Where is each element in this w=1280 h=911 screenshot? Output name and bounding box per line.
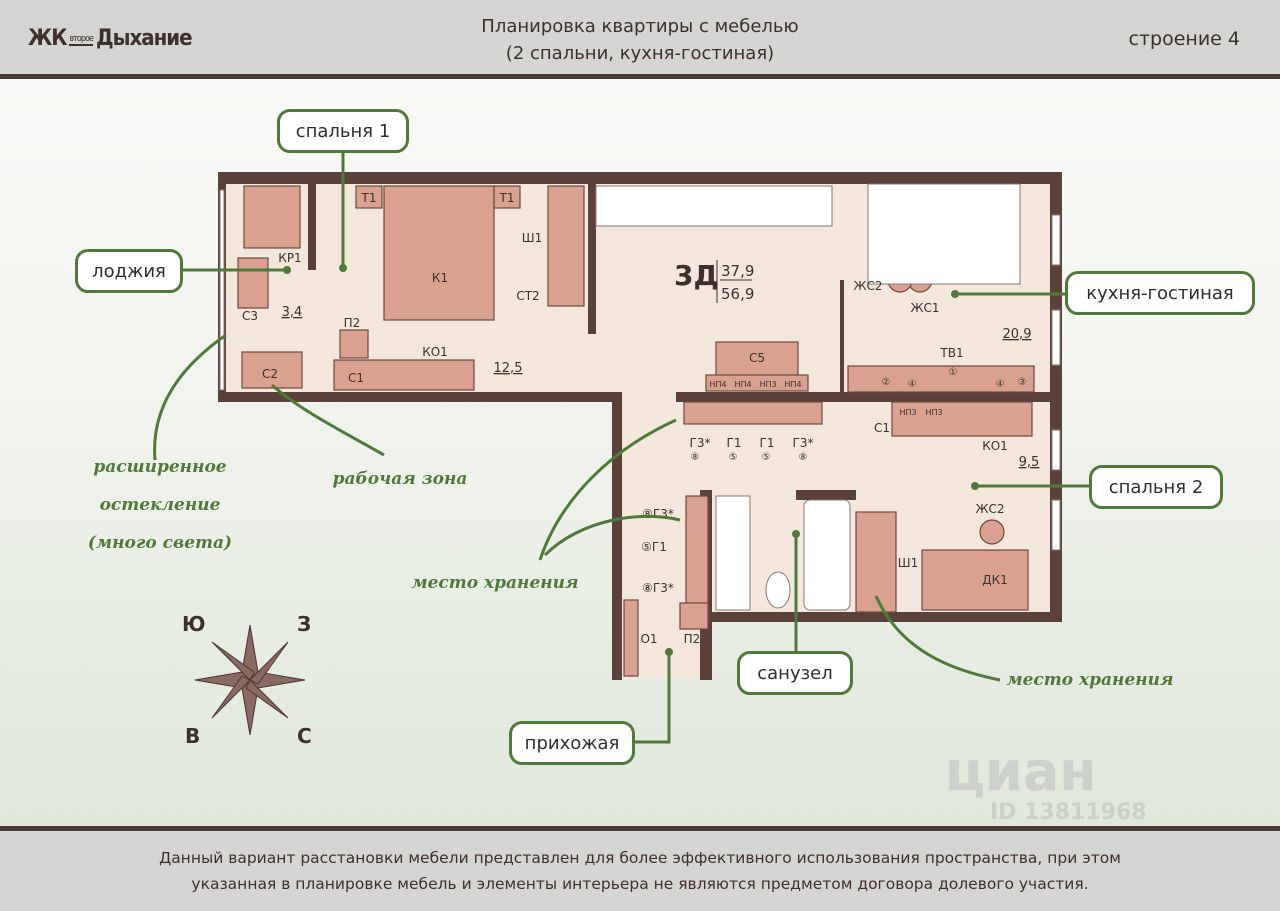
label-g3c: ⑧Г3*: [642, 581, 674, 595]
callout-bedroom2: спальня 2: [1089, 465, 1223, 509]
disclaimer-line2: указанная в планировке мебель и элементы…: [191, 875, 1089, 893]
area-loggia: 3,4: [282, 305, 303, 320]
label-np3: НП3: [899, 408, 916, 417]
label-n8: ⑧: [799, 452, 808, 463]
label-np4: НП4: [709, 380, 726, 389]
title-line1: Планировка квартиры с мебелью: [481, 16, 799, 37]
label-o1: О1: [640, 632, 657, 646]
label-n3: ③: [1018, 377, 1027, 388]
label-sh1: Ш1: [522, 231, 542, 245]
label-g3: Г3*: [690, 436, 711, 450]
area-bedroom1: 12,5: [494, 361, 523, 376]
label-np4: НП4: [734, 380, 751, 389]
label-ko1-bedroom2: КО1: [982, 439, 1008, 453]
label-c2: С2: [262, 367, 278, 381]
label-c1-bedroom2: С1: [874, 421, 890, 435]
label-n8: ⑧: [691, 452, 700, 463]
label-n4: ④: [908, 379, 917, 390]
callout-loggia: лоджия: [75, 249, 183, 293]
label-n5: ⑤: [729, 452, 738, 463]
compass-north: С: [297, 724, 312, 748]
label-np3: НП3: [925, 408, 942, 417]
label-kr1: КР1: [278, 251, 301, 265]
label-np3: НП3: [759, 380, 776, 389]
living-area: 37,9: [721, 262, 754, 280]
callout-bedroom1: спальня 1: [277, 109, 409, 153]
building-label: строение 4: [1128, 28, 1240, 50]
label-g3: Г3*: [793, 436, 814, 450]
compass-south: Ю: [182, 612, 206, 636]
disclaimer-line1: Данный вариант расстановки мебели предст…: [159, 849, 1121, 867]
total-area: 56,9: [721, 285, 754, 303]
note-storage-1: место хранения: [411, 573, 579, 593]
label-zhs2: ЖС2: [854, 279, 883, 293]
logo-main: Дыхание: [95, 26, 193, 51]
area-kitchen: 20,9: [1003, 327, 1032, 342]
furniture: [237, 185, 1035, 677]
label-p2: П2: [344, 316, 361, 330]
watermark-brand: циан: [945, 740, 1097, 803]
label-k1: К1: [432, 271, 448, 285]
label-g1: Г1: [727, 436, 742, 450]
label-zhs1: ЖС1: [911, 301, 940, 315]
apt-type: 3Д: [674, 259, 718, 292]
windows: [219, 189, 1061, 551]
logo-small: второе: [69, 34, 94, 46]
compass-west: З: [297, 612, 312, 636]
page-title: Планировка квартиры с мебелью (2 спальни…: [400, 13, 880, 67]
label-g1: Г1: [760, 436, 775, 450]
note-workzone: рабочая зона: [332, 469, 468, 489]
label-p2-hall: П2: [684, 632, 701, 646]
title-line2: (2 спальни, кухня-гостиная): [505, 43, 775, 64]
label-n5: ⑤: [762, 452, 771, 463]
watermark-id: ID 13811968: [990, 800, 1147, 825]
footer: Данный вариант расстановки мебели предст…: [0, 826, 1280, 911]
label-n1: ①: [949, 367, 958, 378]
label-np4: НП4: [784, 380, 801, 389]
callout-kitchen: кухня-гостиная: [1065, 271, 1255, 315]
note-glazing-line: остекление: [99, 495, 221, 515]
label-c5: С5: [749, 351, 765, 365]
label-g1c: ⑤Г1: [641, 540, 667, 554]
kitchen-fixtures: [595, 183, 1021, 611]
label-st2: СТ2: [516, 289, 539, 303]
header: ЖК второе Дыхание Планировка квартиры с …: [0, 0, 1280, 79]
label-ko1: КО1: [422, 345, 448, 359]
compass-east: В: [185, 724, 201, 748]
label-c3: С3: [242, 309, 258, 323]
logo: ЖК второе Дыхание: [28, 26, 193, 51]
area-bedroom2: 9,5: [1019, 455, 1040, 470]
note-storage-2: место хранения: [1006, 670, 1174, 690]
leader-lines: [153, 152, 1090, 744]
label-tv1: ТВ1: [939, 346, 963, 360]
note-glazing: расширенное остекление (много света): [60, 448, 260, 562]
label-c1: С1: [348, 371, 364, 385]
label-zhs2-bedroom2: ЖС2: [976, 502, 1005, 516]
callout-hallway: прихожая: [509, 721, 635, 765]
callout-bathroom: санузел: [737, 651, 853, 695]
room-areas: 3,4 12,5 20,9 9,5: [282, 305, 1040, 470]
compass-rose-icon: [194, 624, 306, 736]
label-sh1-bedroom2: Ш1: [898, 556, 918, 570]
furniture-labels: Т1 Т1 К1 КР1 С3 С2 П2 С1 КО1 Ш1 СТ2 С5 Н…: [242, 191, 1026, 646]
label-dk1: ДК1: [982, 573, 1008, 587]
note-glazing-line: расширенное: [93, 457, 227, 477]
apartment-type: 3Д 37,9 56,9: [674, 259, 754, 303]
label-t1: Т1: [499, 191, 515, 205]
label-n2: ②: [882, 377, 891, 388]
note-glazing-line: (много света): [87, 533, 233, 553]
label-n4: ④: [996, 379, 1005, 390]
leader-dots: [283, 264, 979, 656]
logo-prefix: ЖК: [28, 26, 67, 51]
label-t1: Т1: [361, 191, 377, 205]
